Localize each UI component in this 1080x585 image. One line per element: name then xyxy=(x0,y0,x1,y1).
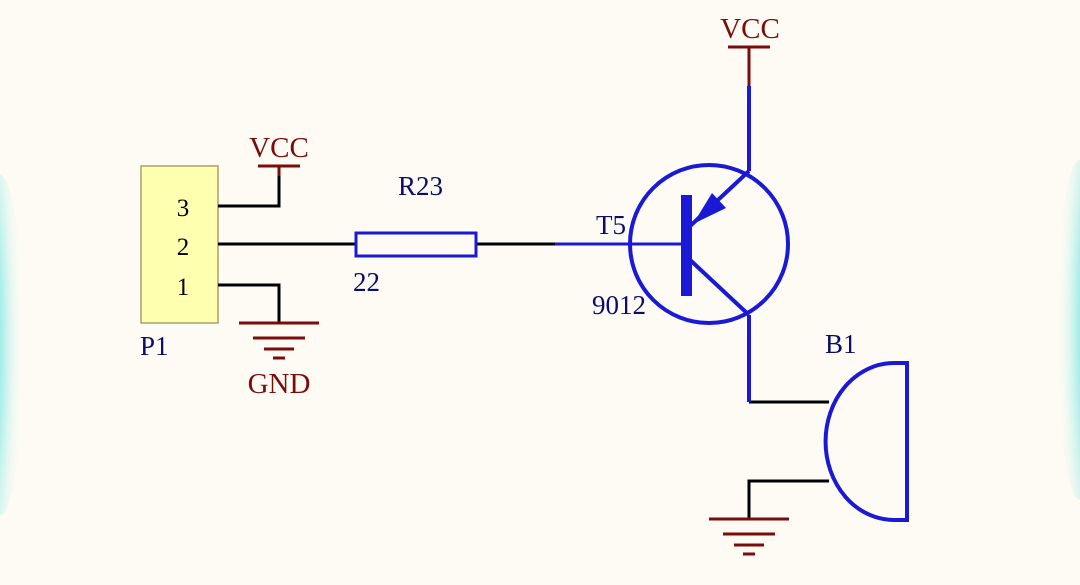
gnd-symbol-connector xyxy=(239,321,319,360)
vcc-symbol-transistor: VCC xyxy=(720,13,780,86)
resistor-r23: R23 22 xyxy=(353,171,478,297)
connector-body xyxy=(140,165,219,324)
connector-p1: 3 2 1 P1 xyxy=(140,165,219,361)
buzzer-designator: B1 xyxy=(825,329,857,359)
wire-pin1-gnd xyxy=(218,283,281,322)
connector-pin-3-label: 3 xyxy=(177,195,190,222)
gnd-label-connector: GND xyxy=(248,368,311,400)
vcc-label-connector: VCC xyxy=(249,132,309,164)
transistor-emitter-arrow xyxy=(693,193,726,224)
wire-pin3-vcc xyxy=(218,172,281,208)
left-edge-glow xyxy=(0,175,24,515)
vcc-label-transistor: VCC xyxy=(720,13,780,45)
vcc-symbol-connector: VCC xyxy=(249,132,309,176)
transistor-base-bar xyxy=(681,195,692,296)
buzzer-body xyxy=(823,361,909,522)
transistor-body xyxy=(628,163,790,325)
gnd-symbol-buzzer xyxy=(709,517,789,556)
connector-pin-1-label: 1 xyxy=(177,274,190,301)
resistor-body xyxy=(354,231,478,258)
transistor-collector-lead xyxy=(686,256,751,317)
connector-pin-2-label: 2 xyxy=(177,234,190,261)
right-edge-glow xyxy=(1056,160,1080,500)
connector-designator: P1 xyxy=(140,331,169,361)
buzzer-b1 xyxy=(823,361,909,522)
transistor-part-number: 9012 xyxy=(592,290,646,320)
wires xyxy=(218,172,829,518)
wire-buzzer-gnd xyxy=(747,479,829,518)
transistor-designator: T5 xyxy=(596,210,626,240)
transistor-t5: T5 9012 xyxy=(555,86,790,402)
resistor-value: 22 xyxy=(353,267,380,297)
resistor-designator: R23 xyxy=(398,171,443,201)
